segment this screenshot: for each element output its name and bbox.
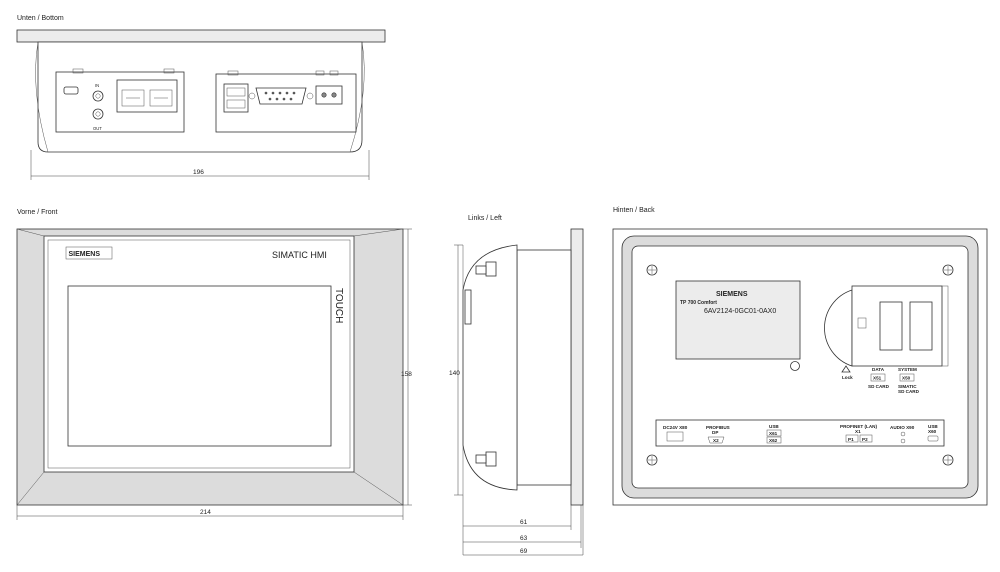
bottom-rj45-ports xyxy=(116,79,178,113)
back-lock-label: Lock xyxy=(842,375,853,380)
back-data-slot-caption: SD CARD xyxy=(868,384,890,389)
front-view: Vorne / Front SIEMENS SIMATIC HMI TOUCH … xyxy=(16,209,412,520)
left-clip-top xyxy=(485,261,497,277)
left-height-dimension-line xyxy=(454,244,463,496)
front-display xyxy=(67,285,332,447)
back-audio-jack-2 xyxy=(900,438,906,444)
left-depth-dimension-69: 69 xyxy=(520,548,528,555)
front-width-dimension-line xyxy=(16,505,404,520)
back-port-profibus-label: PROFIBUS xyxy=(706,425,730,430)
back-profinet-port-2 xyxy=(859,434,873,443)
front-brand-plate xyxy=(65,246,113,260)
back-data-slot-title: DATA xyxy=(872,367,885,372)
bottom-port-in-label: IN xyxy=(95,83,99,88)
bottom-clip-4 xyxy=(315,70,325,76)
bottom-width-dimension: 196 xyxy=(193,169,204,176)
front-touch-label: TOUCH xyxy=(333,288,344,323)
back-power-port xyxy=(666,431,684,442)
back-port-usb-id2: X62 xyxy=(769,438,778,443)
back-view: Hinten / Back SIEMENS TP 700 Comfort 6AV… xyxy=(612,207,988,506)
bottom-port-out-label: OUT xyxy=(93,126,102,131)
front-product-label: SIMATIC HMI xyxy=(272,250,327,260)
left-side-connector xyxy=(464,289,472,325)
back-port-profinet-label: PROFINET (LAN) xyxy=(840,424,877,429)
bottom-view: Unten / Bottom IN OUT xyxy=(16,15,386,180)
back-sd-cover-arc xyxy=(824,289,853,367)
back-audio-jack-1 xyxy=(900,431,906,437)
back-port-profibus-id: X2 xyxy=(713,438,719,443)
left-clip-bottom xyxy=(485,451,497,467)
back-system-slot-id: X50 xyxy=(902,376,911,381)
back-led-indicator xyxy=(790,361,800,371)
back-port-usb-b-id: X60 xyxy=(928,429,937,434)
back-order-number: 6AV2124-0GC01-0AX0 xyxy=(704,308,776,315)
back-model-label: TP 700 Comfort xyxy=(680,300,717,306)
front-height-dimension: 158 xyxy=(401,371,412,378)
back-screws xyxy=(646,264,954,466)
back-usb-port-2 xyxy=(766,436,782,444)
back-lock-icon xyxy=(857,317,867,329)
left-height-dimension: 140 xyxy=(449,370,460,377)
left-view: Links / Left 140 61 63 69 xyxy=(449,215,584,556)
back-port-power-label: DC24V X80 xyxy=(663,425,688,430)
back-profinet-port-1 xyxy=(845,434,859,443)
bottom-usb-a-ports xyxy=(223,83,249,113)
bottom-clip-5 xyxy=(329,70,339,76)
bottom-right-curve xyxy=(349,41,365,153)
back-port-profinet-p1: P1 xyxy=(848,437,854,442)
bottom-audio-out-jack xyxy=(92,108,104,120)
bottom-clip-3 xyxy=(227,70,239,76)
bottom-bezel xyxy=(16,29,386,43)
left-housing xyxy=(516,249,572,486)
back-port-profinet-id: X1 xyxy=(855,429,861,434)
back-data-slot-id: X51 xyxy=(873,376,882,381)
back-usb-port-1 xyxy=(766,429,782,437)
bottom-dsub-port xyxy=(255,87,307,105)
back-port-audio-label: AUDIO X90 xyxy=(890,425,915,430)
front-brand-label: SIEMENS xyxy=(69,251,101,258)
bottom-view-label: Unten / Bottom xyxy=(17,15,64,22)
back-port-usb-id1: X61 xyxy=(769,431,778,436)
back-lock-arrow-icon xyxy=(841,365,851,373)
back-nameplate xyxy=(675,280,801,360)
front-height-dimension-line xyxy=(403,228,412,506)
bottom-usb-mini-port xyxy=(63,86,79,95)
back-system-slot-title: SYSTEM xyxy=(898,367,917,372)
back-port-profibus-sub: DP xyxy=(712,430,718,435)
back-data-sd-slot xyxy=(879,301,903,351)
back-system-slot-caption2: SD CARD xyxy=(898,389,920,394)
front-view-label: Vorne / Front xyxy=(17,209,58,216)
left-bezel-edge xyxy=(570,228,584,506)
back-port-usb-b-label: USB xyxy=(928,424,938,429)
left-depth-dimension-61: 61 xyxy=(520,519,528,526)
bottom-clip-2 xyxy=(163,68,175,74)
back-view-label: Hinten / Back xyxy=(613,207,655,214)
bottom-left-curve xyxy=(35,41,49,153)
back-port-strip xyxy=(655,419,945,447)
back-usb-mini-port xyxy=(927,435,939,442)
bottom-width-dimension-line xyxy=(30,150,370,180)
back-port-profinet-p2: P2 xyxy=(862,437,868,442)
back-system-slot-caption1: SIMATIC xyxy=(898,384,917,389)
back-system-sd-slot xyxy=(909,301,933,351)
bottom-clip-1 xyxy=(72,68,84,74)
back-port-usb-label: USB xyxy=(769,424,779,429)
front-width-dimension: 214 xyxy=(200,509,211,516)
left-view-label: Links / Left xyxy=(468,215,502,222)
bottom-audio-in-jack xyxy=(92,90,104,102)
back-profibus-port xyxy=(707,436,725,444)
back-brand-label: SIEMENS xyxy=(716,291,748,298)
bottom-dsub-pins xyxy=(264,91,296,101)
left-depth-dimension-63: 63 xyxy=(520,535,528,542)
bottom-power-connector xyxy=(315,85,343,105)
